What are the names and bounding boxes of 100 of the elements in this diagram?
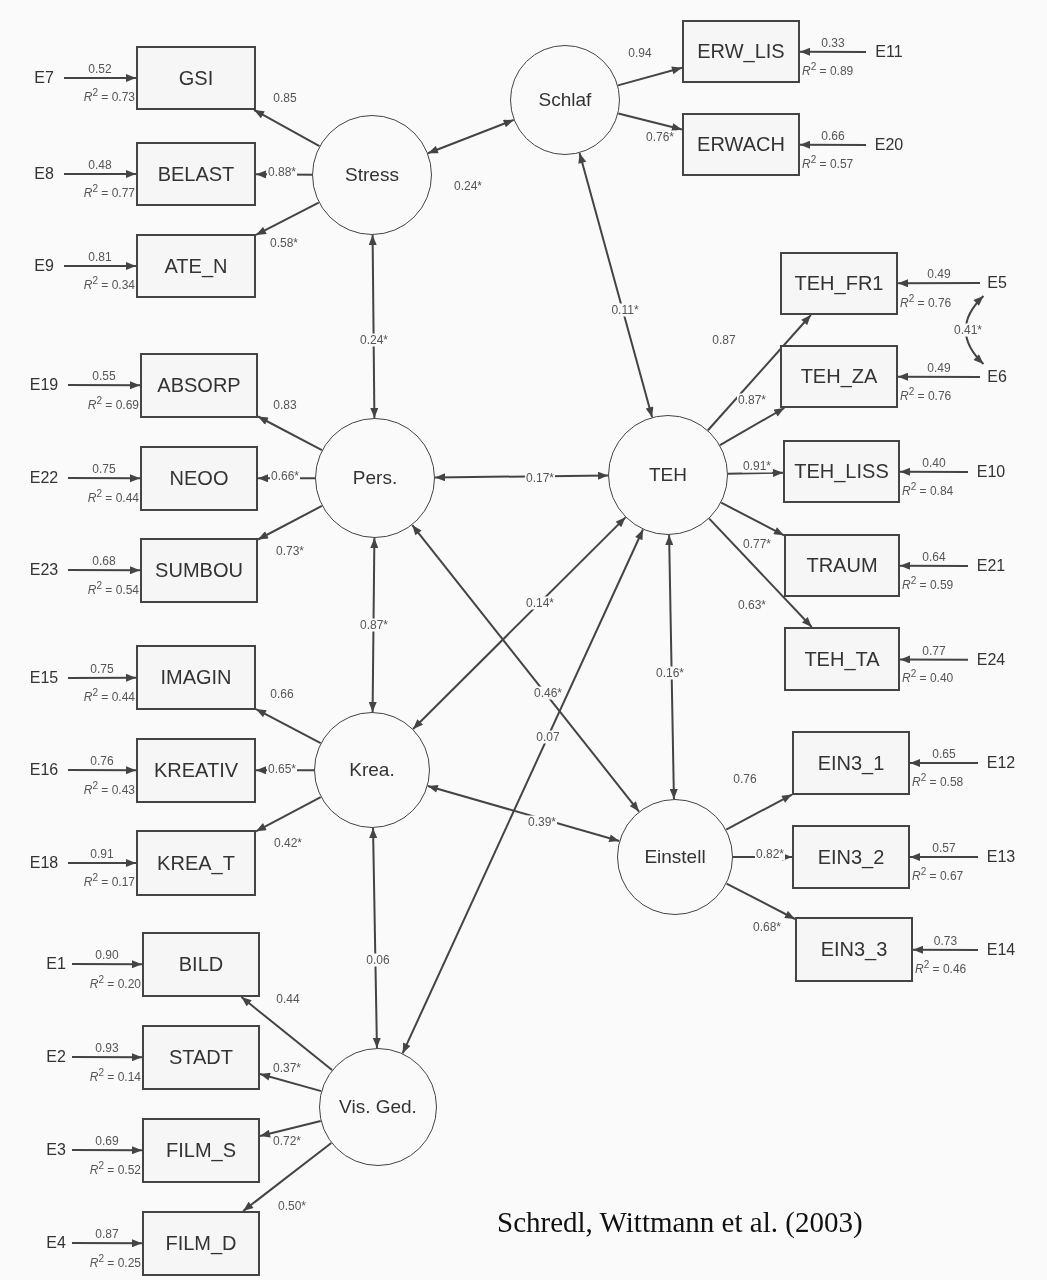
error-term-label: E1 [40,951,72,977]
r-squared-label: R$^{2}$ = 0.76 [900,291,952,310]
edge-label: 0.37* [272,1061,302,1075]
error-term-label: E22 [20,465,68,491]
edge-label: 0.39* [527,815,557,829]
r-squared-label: R$^{2}$ = 0.84 [902,479,954,498]
arrow [799,47,867,56]
edge-label: 0.91* [742,459,772,473]
double-headed-arrow [426,118,515,155]
r-squared-label: R$^{2}$ = 0.58 [912,771,964,789]
edge-label: 0.44 [275,992,301,1006]
edge-label: 0.76 [732,772,758,786]
edge-label: 0.83 [272,398,298,412]
edge-label: 0.42* [273,836,303,850]
edge-label: 0.65 [932,748,956,761]
indicator-box: ATE_N [136,234,256,298]
latent-circle: Pers. [315,418,435,538]
arrow [259,1072,323,1093]
double-headed-arrow [412,516,627,731]
r-squared-label: R$^{2}$ = 0.17 [83,871,135,889]
indicator-box: ERW_LIS [682,20,800,83]
error-term-label: E20 [866,132,912,158]
indicator-box: GSI [136,46,256,110]
arrow [67,381,141,390]
arrow [257,415,323,452]
edge-label: 0.81 [88,251,112,264]
latent-circle: Vis. Ged. [319,1048,437,1166]
error-term-label: E9 [24,253,64,279]
edge-label: 0.66 [269,687,295,701]
arrow [720,501,785,537]
arrow [725,793,793,831]
edge-label: 0.75 [90,662,114,676]
r-squared-label: R$^{2}$ = 0.25 [89,1251,141,1270]
edge-label: 0.90 [95,949,119,963]
edge-label: 0.93 [95,1042,119,1056]
arrow [63,262,137,270]
arrow [67,673,137,682]
arrow [253,109,321,148]
edge-label: 0.40 [922,456,946,470]
indicator-box: EIN3_1 [792,731,910,795]
edge-label: 0.07 [535,730,561,744]
arrow [67,766,137,775]
edge-label: 0.66* [270,469,300,483]
citation-caption: Schredl, Wittmann et al. (2003) [497,1206,863,1239]
error-term-label: E16 [20,757,68,783]
r-squared-label: R$^{2}$ = 0.54 [87,578,139,597]
edge-label: 0.41* [953,323,983,337]
r-squared-label: R$^{2}$ = 0.57 [802,152,854,171]
edge-label: 0.58* [269,236,299,250]
r-squared-label: R$^{2}$ = 0.44 [87,486,139,505]
edge-label: 0.46* [533,686,563,700]
edge-label: 0.87 [95,1228,119,1242]
double-headed-arrow [369,827,381,1049]
arrow [899,655,969,664]
latent-circle: Stress [312,115,432,235]
indicator-box: NEOO [140,446,258,511]
double-headed-arrow [665,534,678,800]
latent-circle: Schlaf [510,45,620,155]
edge-label: 0.85 [272,91,298,105]
r-squared-label: R$^{2}$ = 0.77 [83,182,135,200]
edge-label: 0.16* [655,666,685,680]
error-term-label: E4 [40,1230,72,1256]
arrow [909,853,979,861]
edge-label: 0.73* [275,544,305,558]
edge-label: 0.49 [927,361,951,375]
edge-label: 0.24* [359,333,389,347]
edge-label: 0.72* [272,1134,302,1148]
error-term-label: E12 [978,750,1024,776]
error-term-label: E21 [968,553,1014,579]
edge-label: 0.57 [932,842,956,855]
arrow [67,566,141,575]
edge-label: 0.77 [922,644,946,658]
edge-label: 0.49 [927,268,951,282]
error-term-label: E5 [980,270,1014,296]
arrow [727,468,784,477]
double-headed-arrow [426,784,621,843]
arrow [799,140,867,149]
arrow [719,407,786,447]
arrow [708,517,813,628]
indicator-box: EIN3_2 [792,825,910,889]
r-squared-label: R$^{2}$ = 0.89 [802,59,854,78]
r-squared-label: R$^{2}$ = 0.40 [902,667,954,685]
arrow [71,1146,143,1155]
r-squared-label: R$^{2}$ = 0.73 [83,86,135,104]
error-term-label: E7 [24,65,64,91]
error-term-label: E3 [40,1137,72,1163]
double-headed-arrow [578,152,654,419]
r-squared-label: R$^{2}$ = 0.46 [915,957,967,976]
arrow [899,467,969,476]
r-squared-label: R$^{2}$ = 0.69 [87,393,139,412]
edge-label: 0.91 [90,848,114,861]
edge-label: 0.24* [453,179,483,193]
edge-label: 0.68 [92,555,116,569]
error-term-label: E24 [968,647,1014,673]
edge-label: 0.68* [752,920,782,934]
r-squared-label: R$^{2}$ = 0.14 [89,1065,141,1084]
edge-label: 0.64 [922,550,946,564]
arrow [259,1120,322,1138]
arrow [242,1142,333,1212]
indicator-box: TEH_ZA [780,345,898,408]
